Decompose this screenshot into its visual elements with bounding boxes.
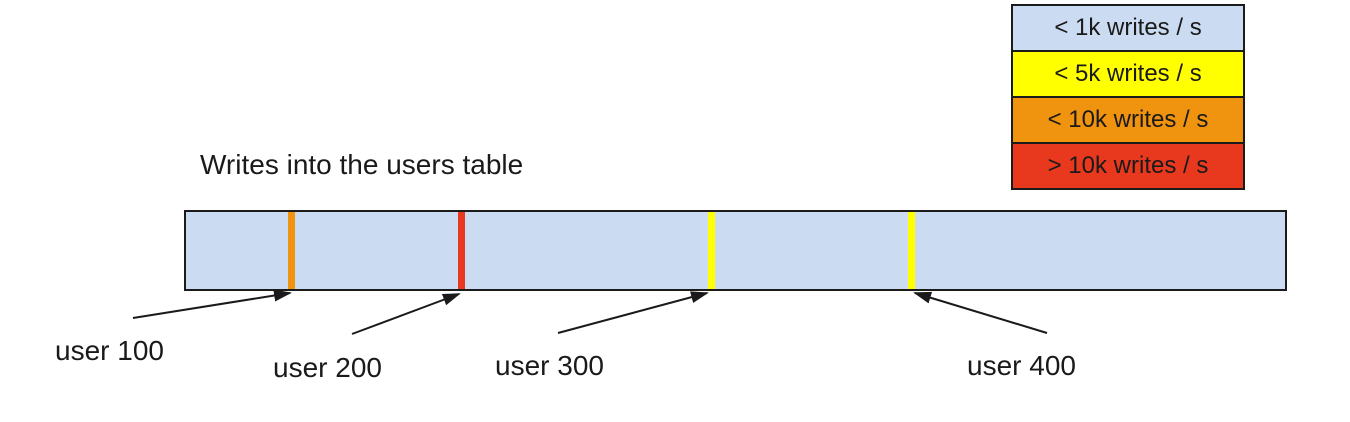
- diagram-title: Writes into the users table: [200, 149, 524, 180]
- legend-item-2: < 10k writes / s: [1013, 96, 1243, 142]
- legend-item-1: < 5k writes / s: [1013, 50, 1243, 96]
- hotspot-stripe-user-100: [288, 212, 295, 289]
- label-user-300: user 300: [495, 350, 604, 381]
- legend-item-0: < 1k writes / s: [1013, 6, 1243, 50]
- users-table-bar: [184, 210, 1287, 291]
- hotspot-stripe-user-200: [458, 212, 465, 289]
- arrow-user-300: [557, 291, 709, 334]
- arrow-user-200: [351, 293, 461, 335]
- legend-item-label: > 10k writes / s: [1047, 152, 1209, 179]
- legend-item-label: < 10k writes / s: [1047, 106, 1209, 133]
- label-user-200: user 200: [273, 352, 382, 383]
- legend-item-label: < 5k writes / s: [1054, 60, 1202, 87]
- legend-item-label: < 1k writes / s: [1054, 14, 1202, 41]
- legend-item-3: > 10k writes / s: [1013, 142, 1243, 188]
- label-user-100: user 100: [55, 335, 164, 366]
- arrow-user-400: [913, 291, 1048, 334]
- legend: < 1k writes / s < 5k writes / s < 10k writ…: [1011, 4, 1245, 190]
- label-user-400: user 400: [967, 350, 1076, 381]
- hotspot-stripe-user-300: [708, 212, 715, 289]
- hotspot-stripe-user-400: [908, 212, 915, 289]
- arrow-user-100: [132, 289, 292, 319]
